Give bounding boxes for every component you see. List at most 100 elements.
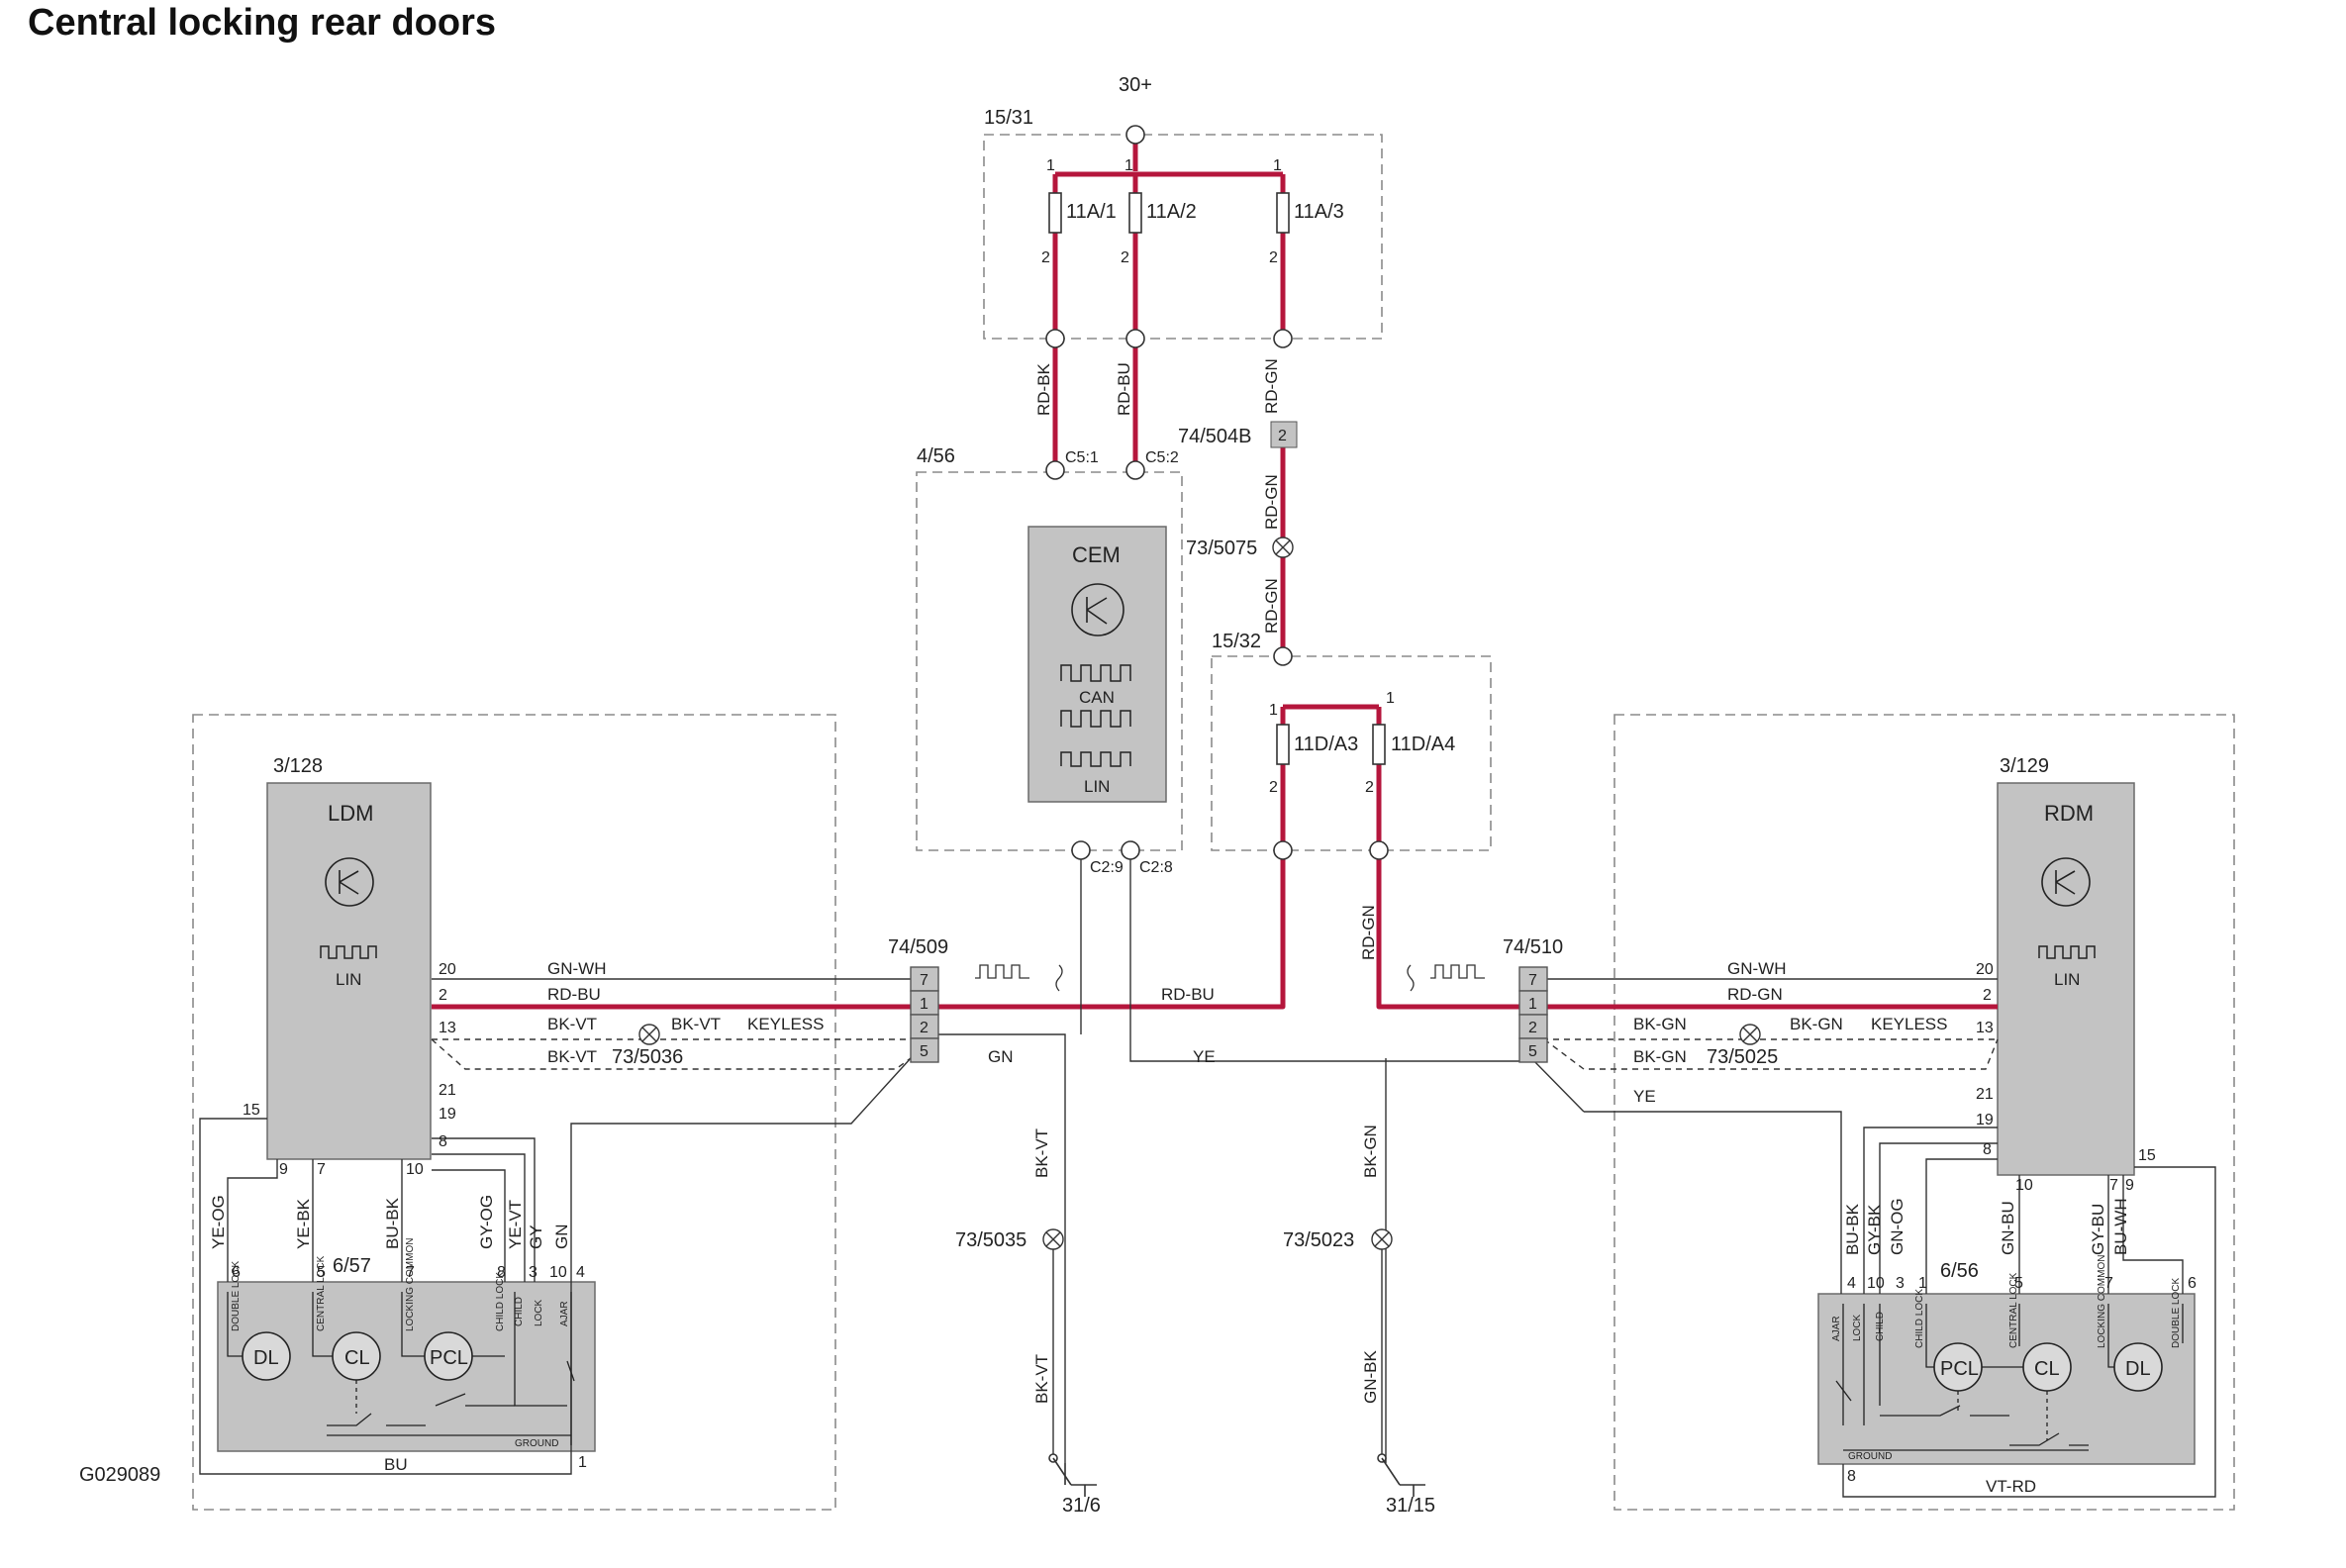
rdm-pin-15: 15 <box>2138 1147 2156 1164</box>
cem-lin-pulse-icon <box>1060 751 1131 767</box>
rdm-pin-8: 8 <box>1983 1141 1992 1158</box>
ldm-pin-19: 19 <box>439 1106 456 1123</box>
ldm-pin-9: 9 <box>279 1161 288 1178</box>
conn-510-pin-1: 1 <box>1528 996 1537 1013</box>
battery-label: 30+ <box>1119 74 1152 96</box>
wire-bk-vt-lower: BK-VT <box>547 1047 597 1066</box>
ldm-func-ajar: AJAR <box>559 1301 570 1326</box>
cem-pin-c5-1: C5:1 <box>1065 449 1099 466</box>
ldm-func-central-lock: CENTRAL LOCK <box>316 1255 327 1331</box>
wire-gn-og: GN-OG <box>1888 1198 1906 1255</box>
ldm-motor-dl: DL <box>253 1347 279 1369</box>
ldm-pin-20: 20 <box>439 961 456 978</box>
wire-rd-gn-mid: RD-GN <box>1262 474 1281 530</box>
wire-bk-gn-lower: BK-GN <box>1633 1047 1687 1066</box>
rdm-pin-19: 19 <box>1976 1112 1994 1128</box>
cem-transistor-icon <box>1071 583 1124 637</box>
transistor-icons <box>325 583 2091 907</box>
fuse-11d-a4-pin-in: 1 <box>1386 690 1395 707</box>
wire-ye-rdm: YE <box>1633 1087 1656 1106</box>
splice-73-5035-icon <box>1042 1228 1064 1250</box>
splice-73-5036-icon <box>638 1024 660 1045</box>
ground-31-6-icon <box>1048 1453 1097 1497</box>
fuse-11a1-label: 11A/1 <box>1066 201 1117 223</box>
connector-74-504b-id: 74/504B <box>1178 426 1252 447</box>
ldm-func-lock: LOCK <box>534 1299 544 1326</box>
fuse-11a3 <box>1276 192 1290 234</box>
ldm-frame <box>192 714 836 1511</box>
wire-gn-ldm: GN <box>552 1225 571 1250</box>
splice-73-5075-label: 73/5075 <box>1186 538 1257 559</box>
rdm-lock-pin-4: 4 <box>1847 1275 1856 1292</box>
wire-rd-bu: RD-BU <box>1115 362 1133 416</box>
rdm-pin-7: 7 <box>2109 1177 2118 1194</box>
splice-symbols <box>638 537 1761 1250</box>
wire-gn-509: GN <box>988 1047 1014 1066</box>
rdm-lock-pin-8: 8 <box>1847 1468 1856 1485</box>
rdm-name: RDM <box>2044 801 2094 826</box>
rdm-box-id: 3/129 <box>2000 755 2049 777</box>
cem-box-id: 4/56 <box>917 445 955 467</box>
rdm-keyless-label: KEYLESS <box>1871 1015 1948 1033</box>
ldm-lock-pin-4: 4 <box>576 1264 585 1281</box>
wire-ye-og: YE-OG <box>209 1195 228 1249</box>
diagram-id: G029089 <box>79 1464 160 1486</box>
rdm-func-lock: LOCK <box>1852 1314 1863 1341</box>
ldm-lock-pin-10: 10 <box>549 1264 567 1281</box>
ground-31-15-icon <box>1377 1453 1425 1497</box>
rdm-pin-20: 20 <box>1976 961 1994 978</box>
wire-ye-bk: YE-BK <box>294 1198 313 1249</box>
rdm-pin-21: 21 <box>1976 1086 1994 1103</box>
rdm-lock-pin-5: 5 <box>2014 1275 2023 1292</box>
rdm-lock-pin-7: 7 <box>2104 1275 2113 1292</box>
fuse-11a1-pin-in: 1 <box>1046 157 1055 174</box>
wire-gn-wh-right: GN-WH <box>1727 959 1786 978</box>
fuse-11a2-pin-out: 2 <box>1121 249 1129 266</box>
fuse-11d-a4 <box>1372 724 1386 765</box>
rdm-pin-9: 9 <box>2125 1177 2134 1194</box>
fuse-11a1-pin-out: 2 <box>1041 249 1050 266</box>
fuse-11a1 <box>1048 192 1062 234</box>
ldm-keyless-label: KEYLESS <box>747 1015 825 1033</box>
conn-509-pin-7: 7 <box>920 972 929 989</box>
splice-73-5035-label: 73/5035 <box>955 1229 1026 1251</box>
wire-bk-vt-ground-upper: BK-VT <box>1032 1128 1051 1178</box>
conn-510-id: 74/510 <box>1503 936 1563 958</box>
wire-gn-wh-left: GN-WH <box>547 959 606 978</box>
fuse-11d-a4-label: 11D/A4 <box>1391 734 1455 755</box>
wire-rd-gn-top: RD-GN <box>1262 358 1281 414</box>
cem-can-pulse-icon <box>1060 664 1131 682</box>
ldm-pin-10: 10 <box>406 1161 424 1178</box>
ldm-transistor-icon <box>325 857 374 907</box>
ldm-lock-pin-1: 1 <box>578 1454 587 1471</box>
ldm-lock-pin-6: 6 <box>232 1264 241 1281</box>
conn-509-pin-2: 2 <box>920 1020 929 1036</box>
rdm-pin-2: 2 <box>1983 987 1992 1004</box>
wire-ye-510: YE <box>1193 1047 1216 1066</box>
splice-73-5023-icon <box>1371 1228 1393 1250</box>
fuse-11a3-label: 11A/3 <box>1294 201 1344 223</box>
fuses <box>1048 192 1386 765</box>
rdm-motor-dl: DL <box>2125 1358 2151 1380</box>
ldm-module <box>266 782 432 1160</box>
rdm-func-ajar: AJAR <box>1831 1316 1842 1341</box>
ldm-lock-id: 6/57 <box>333 1255 371 1277</box>
conn-510-pin-7: 7 <box>1528 972 1537 989</box>
splice-73-5036-label: 73/5036 <box>612 1046 683 1068</box>
rdm-func-child-lock: CHILD LOCK <box>1914 1289 1925 1348</box>
ldm-lock-pin-3: 3 <box>529 1264 538 1281</box>
fuse-11a2 <box>1128 192 1142 234</box>
lock-switch-lines <box>227 1292 2184 1451</box>
conn-510-pin-5: 5 <box>1528 1043 1537 1060</box>
wire-bk-vt-ground-lower: BK-VT <box>1032 1354 1051 1404</box>
cem-pin-c2-8: C2:8 <box>1139 859 1173 876</box>
cem-pin-c2-9: C2:9 <box>1090 859 1124 876</box>
wire-vt-rd-ground-rdm: VT-RD <box>1986 1477 2036 1496</box>
ldm-pin-15: 15 <box>243 1102 260 1119</box>
ldm-func-double-lock: DOUBLE LOCK <box>231 1261 242 1331</box>
ldm-pin-7: 7 <box>317 1161 326 1178</box>
ground-31-15-label: 31/15 <box>1386 1495 1435 1517</box>
ldm-lin-label: LIN <box>336 970 361 989</box>
wire-gn-bu: GN-BU <box>1999 1201 2017 1255</box>
